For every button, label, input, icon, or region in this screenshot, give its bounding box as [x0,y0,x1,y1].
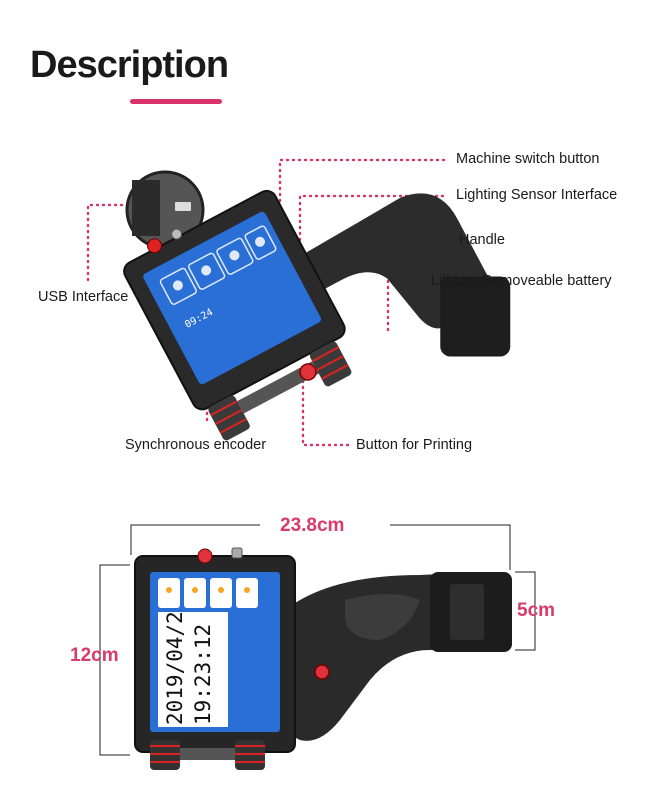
label-handle: Handle [459,232,505,248]
label-encoder: Synchronous encoder [125,437,267,453]
printer-side-view: 2019/04/2 19:23:12 [134,547,512,770]
label-battery: Lithium Removeable battery [431,273,612,289]
dimension-battery-width: 5cm [517,600,556,621]
print-trigger [299,363,317,381]
label-print-button: Button for Printing [356,437,473,453]
dimension-lines [99,524,536,756]
screen-date: 2019/04/2 [163,611,187,725]
dimension-height: 12cm [70,645,119,666]
usb-zoom-circle [125,170,205,250]
title-underline [130,99,222,104]
label-machine-switch: Machine switch button [456,151,600,167]
printer-top-view: 09:24 [123,189,511,441]
page-title: Description [30,44,229,86]
label-lighting-sensor: Lighting Sensor Interface [456,187,618,203]
label-usb: USB Interface [38,289,129,305]
screen-time: 19:23:12 [191,624,215,725]
dimension-length: 23.8cm [280,515,345,536]
